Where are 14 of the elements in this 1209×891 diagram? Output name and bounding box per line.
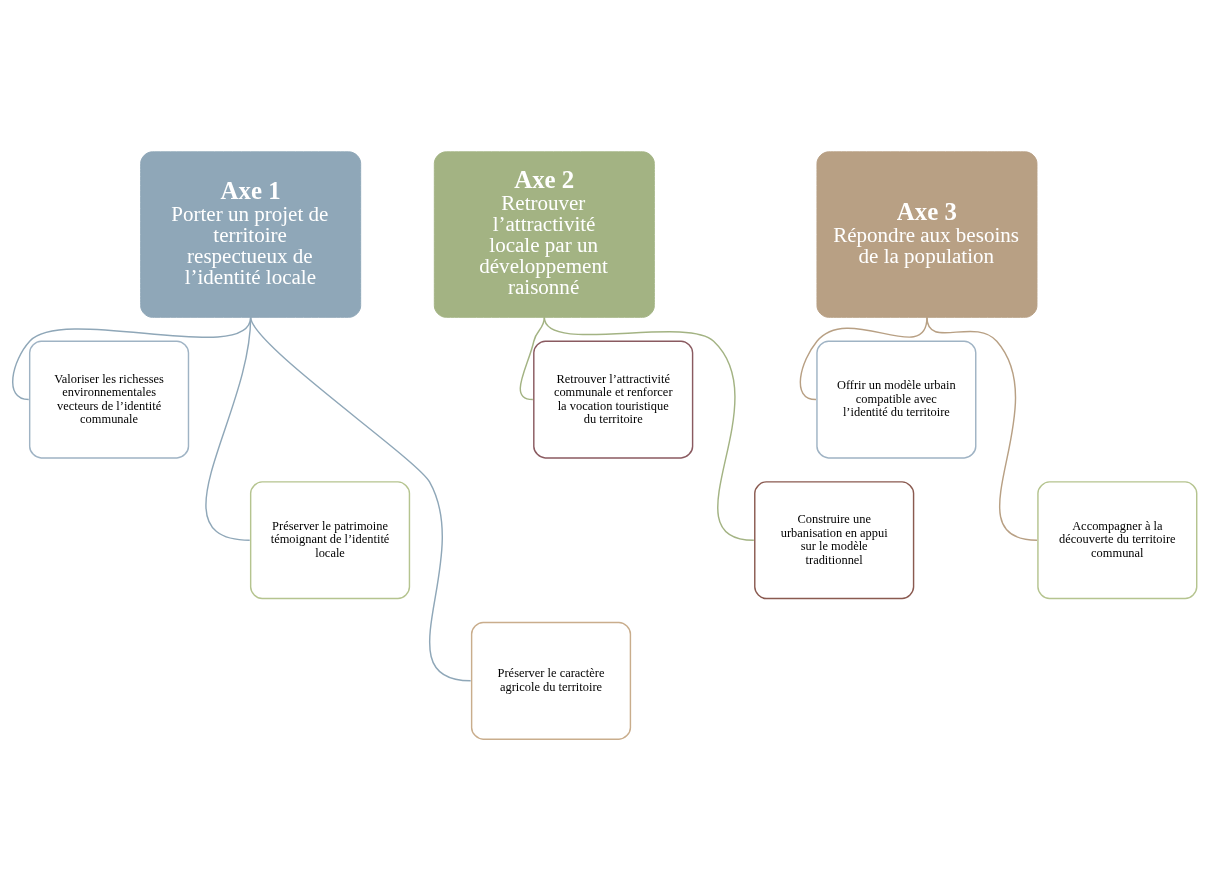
- connector: [519, 316, 546, 401]
- node-box: Construire une urbanisation en appui sur le modèle traditionnel: [754, 481, 915, 600]
- node-box: Préserver le patrimoine témoignant de l’identité locale: [249, 481, 411, 600]
- node-box: Offrir un modèle urbain compatible avec l’identité du territoire: [816, 340, 977, 459]
- node-box: Accompagner à la découverte du territoire communal: [1037, 481, 1198, 600]
- connector: [926, 316, 1038, 541]
- connector: [249, 316, 472, 682]
- node-box: Axe 2 Retrouver l’attractivité locale par un développement raisonné: [433, 151, 655, 318]
- node-box: Retrouver l’attractivité communale et renforcer la vocation touristique du territoire: [533, 340, 694, 459]
- node-box: Axe 1 Porter un projet de territoire respectueux de l’identité locale: [140, 151, 362, 318]
- connector: [543, 316, 755, 541]
- node-box: Préserver le caractère agricole du territoire: [470, 621, 632, 740]
- node-box: Axe 3 Répondre aux besoins de la population: [816, 151, 1038, 318]
- node-box: Valoriser les richesses environnementales vecteurs de l’identité communale: [28, 340, 190, 459]
